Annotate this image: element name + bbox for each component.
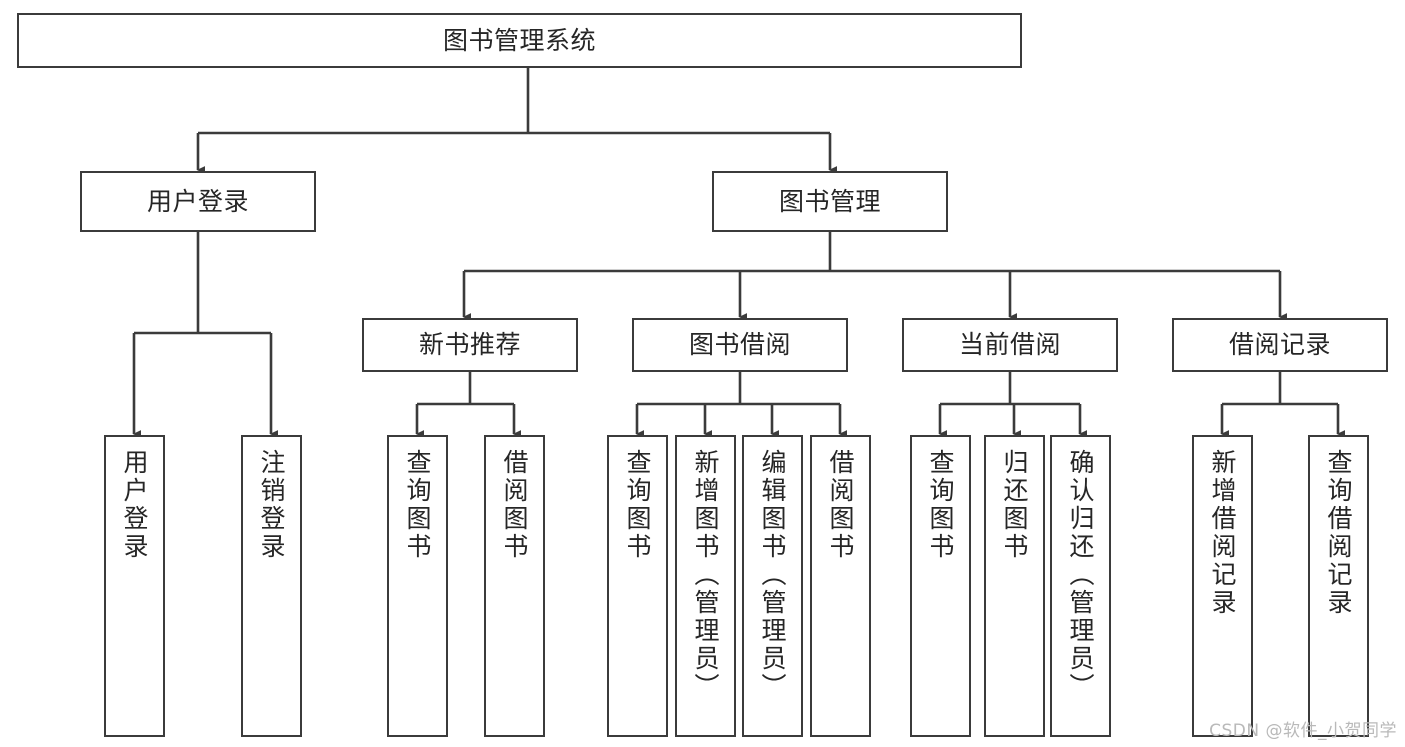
leaf-borrow-book-1-label: 借阅图书 — [500, 449, 529, 561]
leaf-query-book-2-label: 查询图书 — [623, 449, 652, 561]
leaf-edit-book-label: 编辑图书（管理员） — [758, 449, 787, 701]
node-user-login[interactable]: 用户登录 — [80, 171, 316, 232]
leaf-confirm-return[interactable]: 确认归还（管理员） — [1050, 435, 1111, 737]
leaf-borrow-book-2[interactable]: 借阅图书 — [810, 435, 871, 737]
leaf-query-record-label: 查询借阅记录 — [1324, 449, 1353, 617]
leaf-query-book-1-label: 查询图书 — [403, 449, 432, 561]
node-user-login-label: 用户登录 — [146, 186, 249, 216]
node-book-management-label: 图书管理 — [778, 186, 881, 216]
node-book-borrow[interactable]: 图书借阅 — [632, 318, 848, 372]
leaf-return-book[interactable]: 归还图书 — [984, 435, 1045, 737]
node-borrow-records-label: 借阅记录 — [1228, 330, 1331, 359]
edge-login-to-leaves — [132, 232, 279, 438]
leaf-add-record-label: 新增借阅记录 — [1208, 449, 1237, 617]
leaf-return-book-label: 归还图书 — [1000, 449, 1029, 561]
leaf-add-book[interactable]: 新增图书（管理员） — [675, 435, 736, 737]
leaf-user-login-label: 用户登录 — [120, 449, 149, 561]
leaf-query-book-1[interactable]: 查询图书 — [387, 435, 448, 737]
edge-records-to-leaves — [1220, 372, 1346, 438]
node-new-book-recommend-label: 新书推荐 — [418, 330, 521, 359]
leaf-add-book-label: 新增图书（管理员） — [691, 449, 720, 701]
leaf-query-book-2[interactable]: 查询图书 — [607, 435, 668, 737]
node-new-book-recommend[interactable]: 新书推荐 — [362, 318, 578, 372]
edge-group — [132, 68, 1346, 438]
node-current-borrow[interactable]: 当前借阅 — [902, 318, 1118, 372]
node-book-management[interactable]: 图书管理 — [712, 171, 948, 232]
node-root[interactable]: 图书管理系统 — [17, 13, 1022, 68]
leaf-borrow-book-2-label: 借阅图书 — [826, 449, 855, 561]
leaf-query-record[interactable]: 查询借阅记录 — [1308, 435, 1369, 737]
edge-borrow-to-leaves — [635, 372, 848, 438]
edge-newbook-to-leaves — [415, 372, 522, 438]
leaf-logout-label: 注销登录 — [257, 449, 286, 561]
leaf-query-book-3[interactable]: 查询图书 — [910, 435, 971, 737]
edge-current-to-leaves — [938, 372, 1088, 438]
leaf-logout[interactable]: 注销登录 — [241, 435, 302, 737]
leaf-query-book-3-label: 查询图书 — [926, 449, 955, 561]
node-root-label: 图书管理系统 — [442, 25, 596, 55]
edge-root-to-level2 — [196, 68, 838, 174]
leaf-add-record[interactable]: 新增借阅记录 — [1192, 435, 1253, 737]
node-book-borrow-label: 图书借阅 — [688, 330, 791, 359]
edge-bookmgmt-to-level3 — [462, 232, 1288, 321]
leaf-confirm-return-label: 确认归还（管理员） — [1066, 449, 1095, 701]
leaf-edit-book[interactable]: 编辑图书（管理员） — [742, 435, 803, 737]
leaf-borrow-book-1[interactable]: 借阅图书 — [484, 435, 545, 737]
node-current-borrow-label: 当前借阅 — [958, 330, 1061, 359]
leaf-user-login[interactable]: 用户登录 — [104, 435, 165, 737]
node-borrow-records[interactable]: 借阅记录 — [1172, 318, 1388, 372]
